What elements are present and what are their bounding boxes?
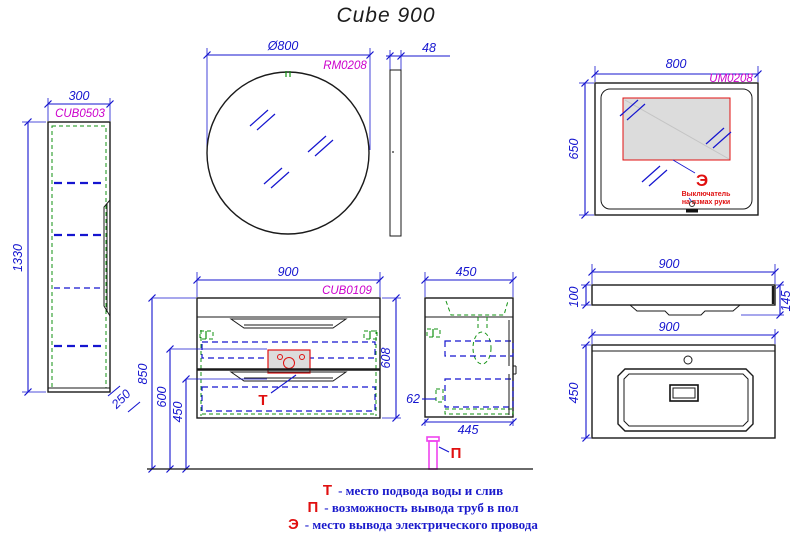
- vanity-side-view: 450 62 445 П: [406, 265, 518, 470]
- sink-top-view: 900 450: [567, 320, 780, 443]
- tall-cabinet-height-dim: 1330: [11, 244, 25, 272]
- round-mirror-thickness-dim: 48: [422, 41, 436, 55]
- rect-mirror-width-dim: 800: [666, 57, 687, 71]
- vanity-bottom-depth-dim: 445: [458, 423, 479, 437]
- round-mirror-side-view: 48: [385, 41, 450, 237]
- siphon-outline: [472, 331, 492, 365]
- mirror-reflection-hatch: [263, 167, 290, 189]
- legend-symbol-electric: Э: [288, 516, 299, 533]
- legend-symbol-water: Т: [322, 482, 333, 499]
- sink-total-height-dim: 145: [779, 291, 793, 312]
- rect-mirror-view: 800 UM0208 650 Э Выключатель на взмах ру…: [567, 57, 763, 220]
- legend-row-pipes: П - возможность вывода труб в пол: [307, 499, 518, 516]
- sink-profile-view: 900 100 145: [567, 257, 793, 320]
- mirror-reflection-hatch: [249, 109, 276, 131]
- legend-row-water: Т - место подвода воды и слив: [323, 482, 503, 499]
- legend-text-pipes: - возможность вывода труб в пол: [324, 500, 519, 515]
- sink-top-depth-dim: 450: [567, 383, 581, 404]
- tall-cabinet-view: 300 CUB0503 1330 250: [11, 89, 141, 413]
- mirror-sensor: [689, 201, 695, 207]
- mirror-reflection-hatch: [307, 135, 334, 157]
- tall-cabinet-width-dim: 300: [69, 89, 90, 103]
- drawer-handle-recess: [229, 318, 348, 329]
- mount-height-850-dim: 850: [136, 364, 150, 385]
- water-symbol: Т: [258, 392, 267, 409]
- drain-overflow: [669, 384, 699, 402]
- mirror-switch-note-1: Выключатель: [682, 191, 732, 198]
- drain-height-450-dim: 450: [171, 402, 185, 423]
- page-title: Cube 900: [336, 4, 436, 27]
- mirror-reflection-hatch: [641, 165, 668, 187]
- round-mirror-view: Ø800 RM0208: [202, 39, 375, 235]
- round-mirror-code: RM0208: [323, 60, 367, 72]
- vanity-height-dim: 608: [379, 348, 393, 369]
- pipe-symbol: П: [451, 445, 462, 462]
- sink-top-width-dim: 900: [659, 320, 680, 334]
- legend-row-electric: Э - место вывода электрического провода: [288, 516, 538, 533]
- vanity-width-dim: 900: [278, 265, 299, 279]
- tall-cabinet-code: CUB0503: [55, 108, 105, 120]
- sink-profile-width-dim: 900: [659, 257, 680, 271]
- legend-text-electric: - место вывода электрического провода: [304, 517, 538, 532]
- mirror-switch-note-2: на взмах руки: [682, 199, 730, 206]
- faucet-hole: [683, 355, 693, 365]
- rect-mirror-code: UM0208: [709, 73, 753, 85]
- floor-pipe: [428, 440, 438, 470]
- electric-symbol: Э: [696, 171, 708, 190]
- legend: Т - место подвода воды и слив П - возмож…: [288, 482, 538, 533]
- vanity-depth-dim: 450: [456, 265, 477, 279]
- tall-cabinet-depth-dim: 250: [108, 387, 133, 412]
- pipe-outlet-zone: [435, 388, 444, 403]
- sink-front-height-dim: 100: [567, 287, 581, 308]
- drawer-handle-recess: [229, 371, 348, 382]
- legend-symbol-pipes: П: [307, 499, 319, 516]
- vanity-front-view: 900 CUB0109 Т 608: [136, 265, 401, 474]
- rect-mirror-height-dim: 650: [567, 139, 581, 160]
- basin-outline: [617, 368, 754, 432]
- pipe-offset-62-dim: 62: [406, 392, 420, 406]
- legend-text-water: - место подвода воды и слив: [338, 483, 504, 498]
- round-mirror-diameter-dim: Ø800: [267, 39, 299, 53]
- supply-height-600-dim: 600: [155, 387, 169, 408]
- vanity-code: CUB0109: [322, 285, 372, 297]
